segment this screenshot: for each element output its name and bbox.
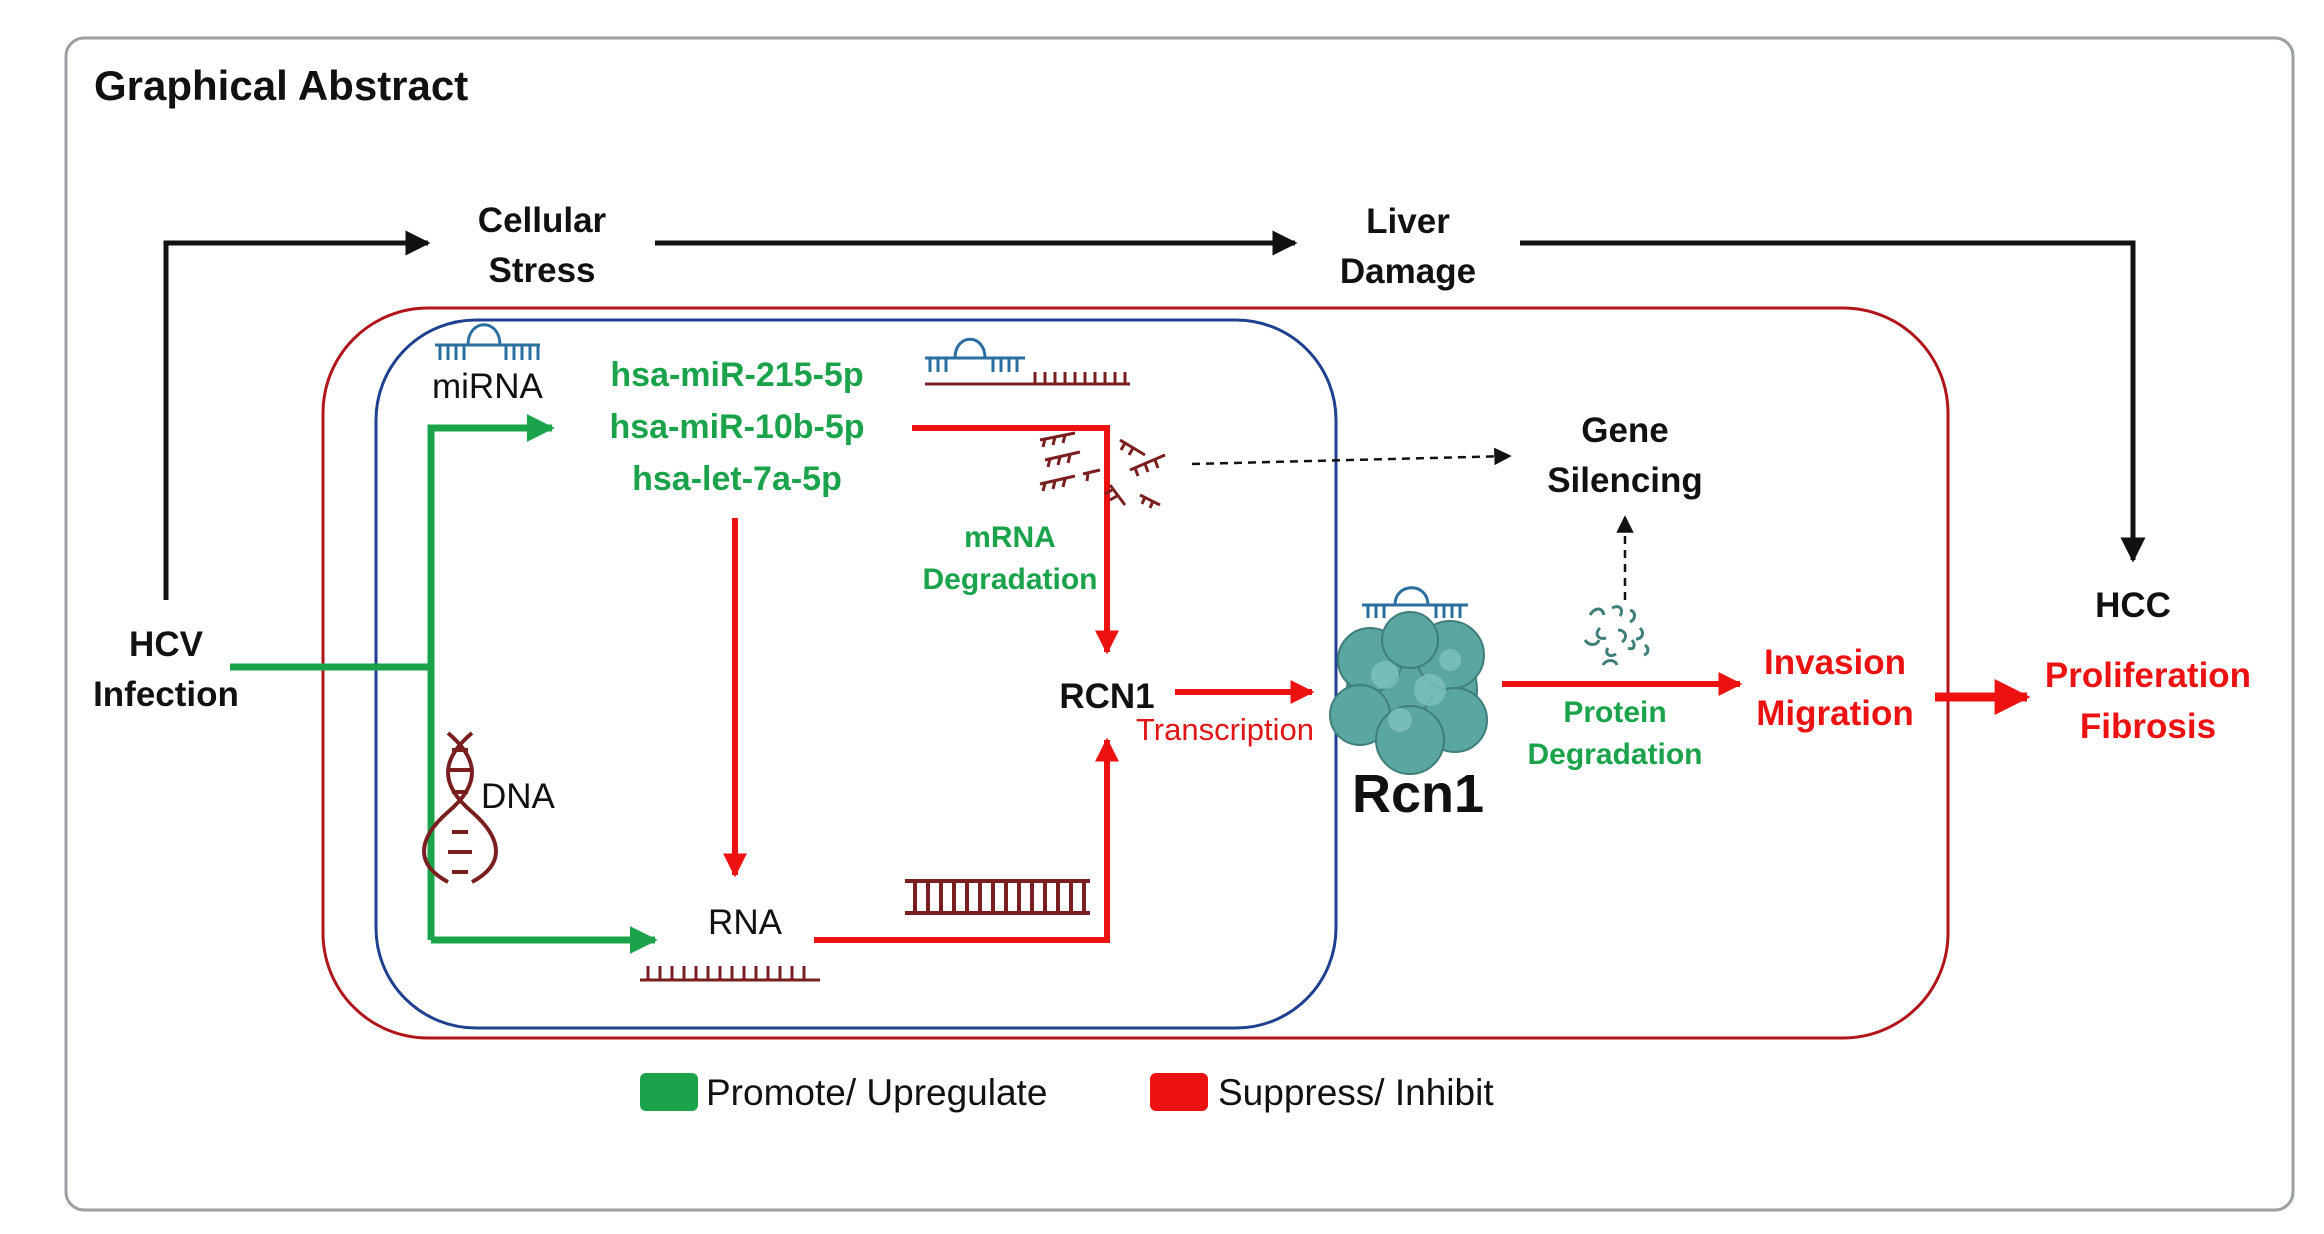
rna-strand-icon	[640, 966, 820, 982]
cellular-stress-label: Cellular	[478, 201, 607, 240]
mrna-degradation-label: mRNA	[964, 521, 1056, 554]
mirna-label: miRNA	[432, 367, 543, 406]
hcv-to-hcc-pathway	[163, 230, 2146, 600]
rna-label: RNA	[708, 903, 783, 942]
dna-helix-icon	[422, 731, 498, 884]
mirna-mrna-duplex-icon	[925, 337, 1130, 386]
hcc-label: HCC	[2095, 586, 2171, 625]
nucleus-membrane	[374, 318, 1338, 1030]
abstract-card	[64, 36, 2295, 1212]
legend-label-suppress: Suppress/ Inhibit	[1218, 1072, 1494, 1113]
degraded-protein-icon	[1583, 605, 1650, 666]
protein-degradation-label-2: Degradation	[1527, 738, 1702, 771]
suppress-arrows	[723, 425, 2031, 943]
protein-degradation-label: Protein	[1563, 696, 1666, 729]
gene-silencing-label: Gene	[1581, 411, 1669, 450]
dna-label: DNA	[481, 777, 556, 816]
hcv-label: HCV	[129, 625, 204, 664]
mirna-name-2: hsa-miR-10b-5p	[609, 408, 864, 446]
mrna-degradation-label-2: Degradation	[922, 563, 1097, 596]
rcn1-gene-label: RCN1	[1059, 677, 1154, 716]
page-title: Graphical Abstract	[94, 62, 468, 109]
double-strand-rna-icon	[905, 879, 1090, 915]
gene-silencing-label-2: Silencing	[1547, 461, 1703, 500]
liver-damage-label-2: Damage	[1340, 252, 1476, 291]
invasion-label: Invasion	[1764, 643, 1906, 682]
liver-damage-label: Liver	[1366, 202, 1450, 241]
cell-membrane	[321, 306, 1950, 1040]
proliferation-label: Proliferation	[2045, 656, 2251, 695]
mirna-icon	[435, 323, 540, 360]
mirna-name-1: hsa-miR-215-5p	[610, 356, 863, 394]
gene-silencing-arrows	[1191, 447, 1634, 600]
cellular-stress-label-2: Stress	[488, 251, 595, 290]
legend-swatch-promote	[640, 1073, 698, 1111]
rcn1-protein-label: Rcn1	[1352, 764, 1484, 824]
rcn1-protein-icon	[1329, 586, 1488, 775]
transcription-label: Transcription	[1136, 712, 1314, 747]
hcv-label-2: Infection	[93, 675, 239, 714]
promote-arrows	[230, 414, 658, 954]
migration-label: Migration	[1756, 694, 1913, 733]
degraded-mrna-fragments-icon	[1039, 431, 1166, 509]
legend: Promote/ Upregulate Suppress/ Inhibit	[640, 1072, 1494, 1113]
fibrosis-label: Fibrosis	[2080, 707, 2216, 746]
legend-swatch-suppress	[1150, 1073, 1208, 1111]
mirna-name-3: hsa-let-7a-5p	[632, 460, 842, 498]
legend-label-promote: Promote/ Upregulate	[706, 1072, 1047, 1113]
